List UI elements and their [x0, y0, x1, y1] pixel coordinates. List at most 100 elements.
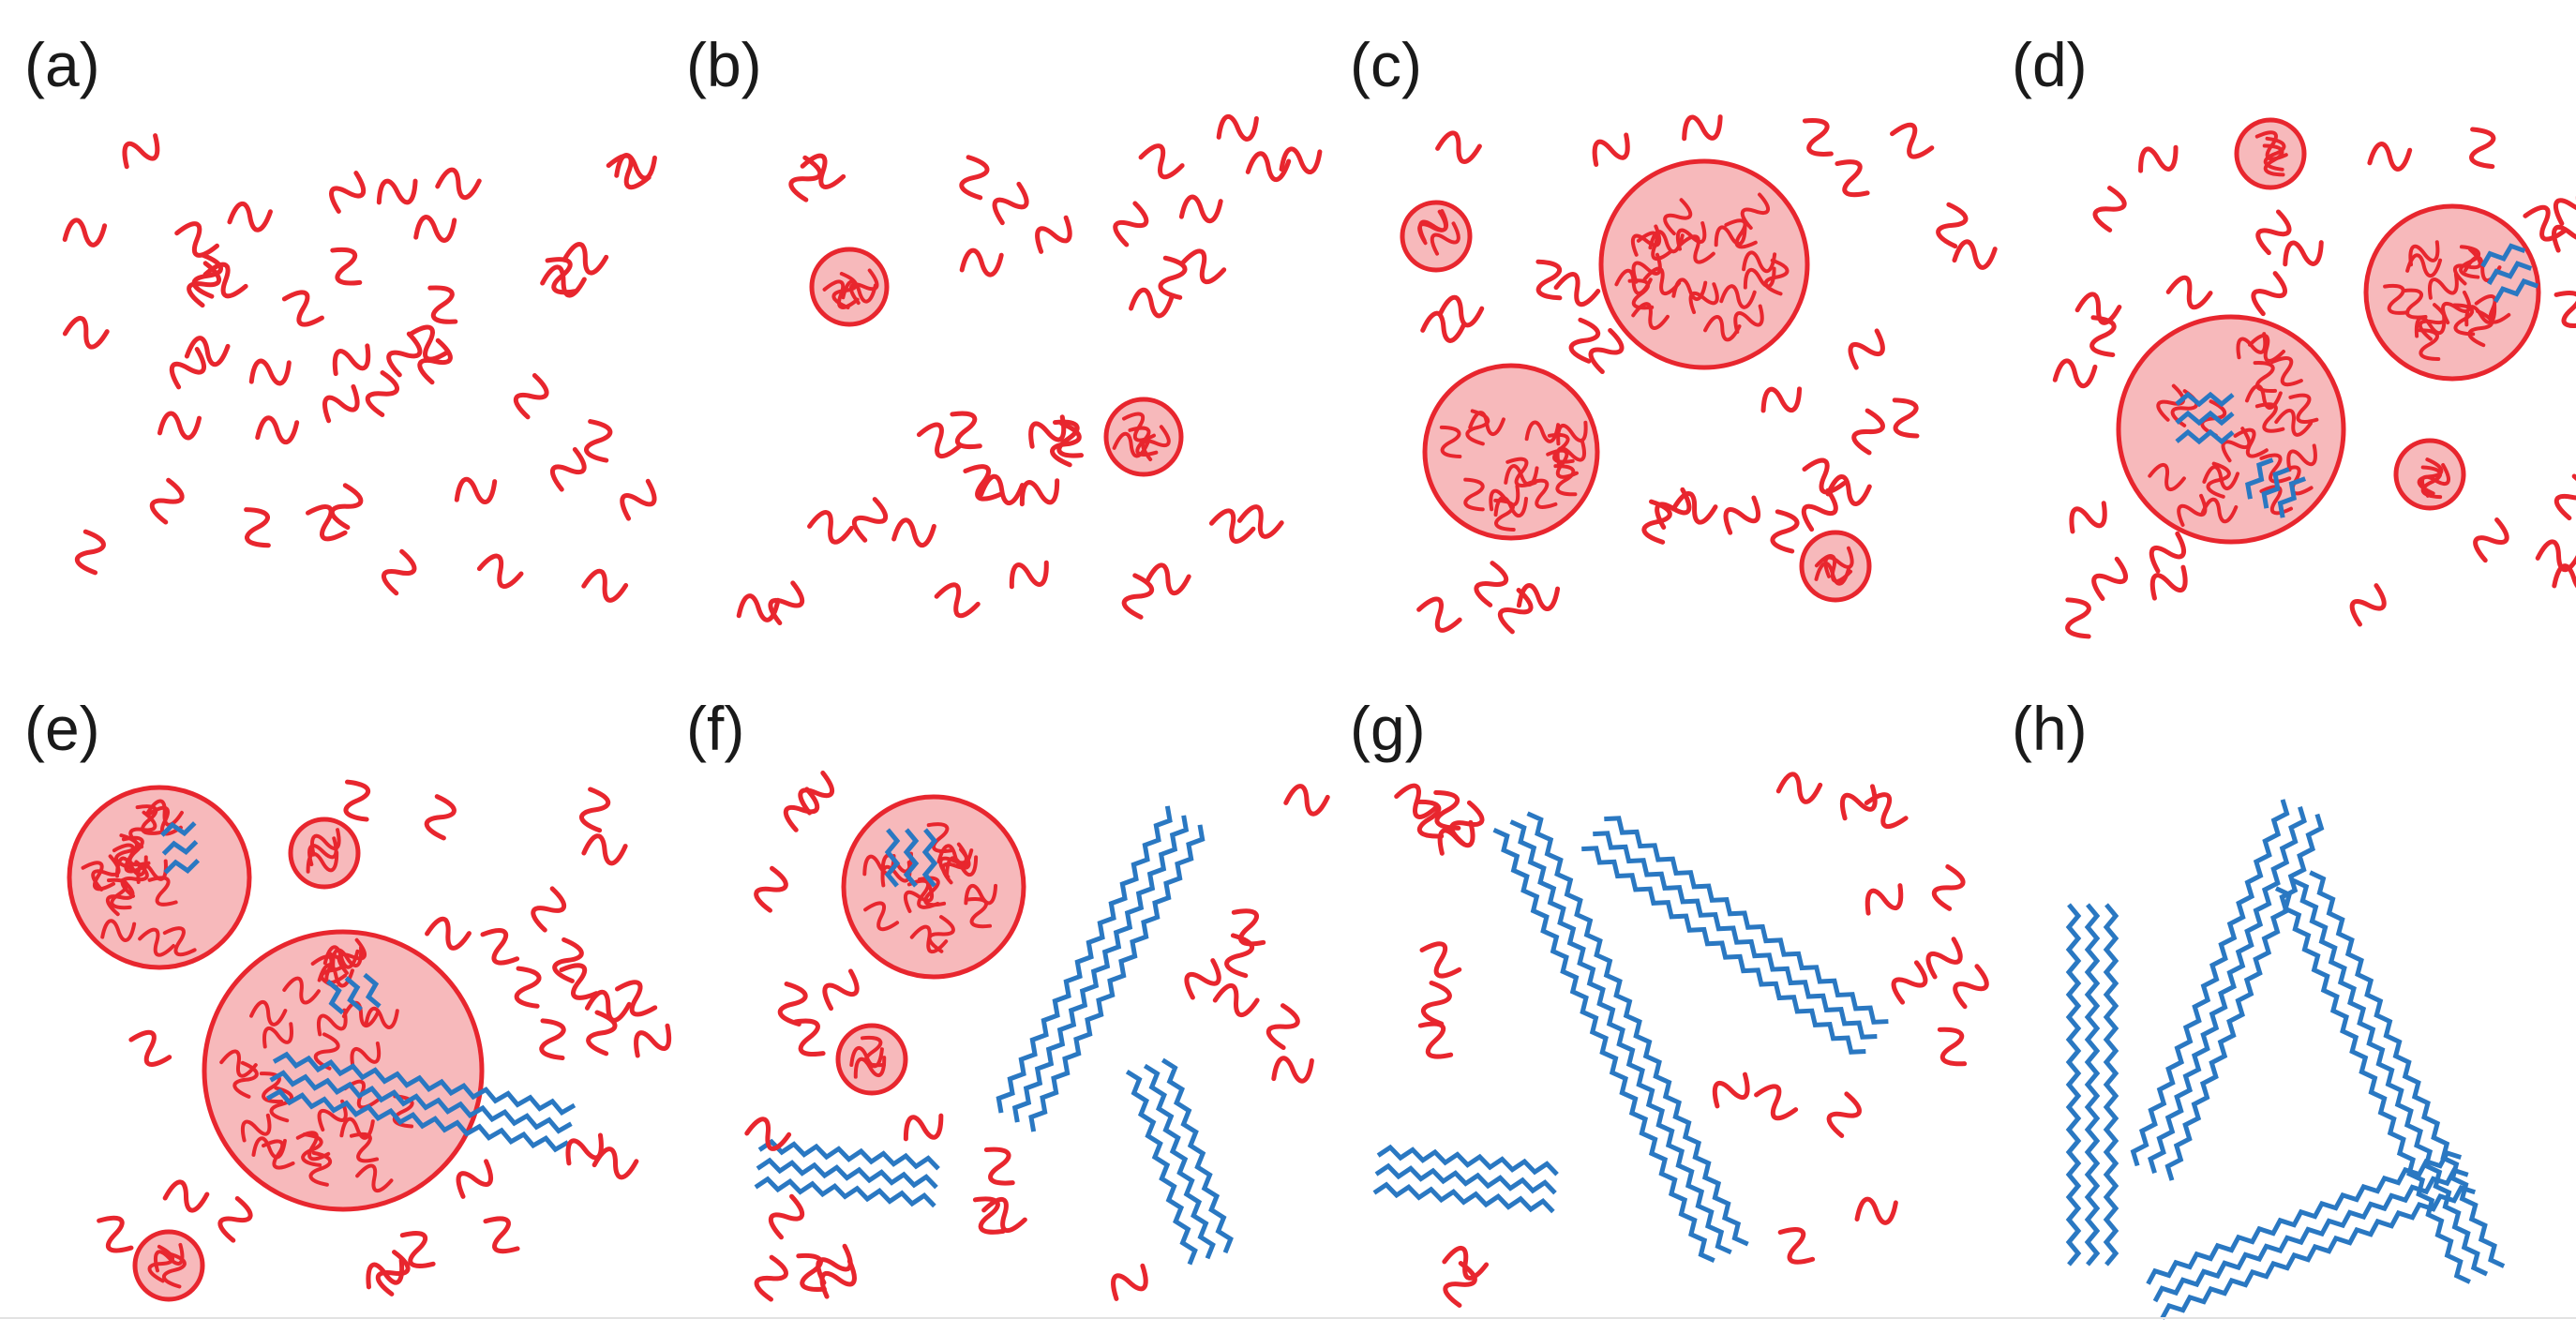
monomer: [310, 828, 341, 857]
monomer: [2288, 393, 2319, 424]
monomer: [162, 1179, 210, 1213]
monomer: [105, 877, 135, 917]
monomer: [1420, 310, 1467, 343]
monomer: [1865, 883, 1904, 916]
monomer: [2575, 176, 2576, 217]
fibril: [2130, 799, 2325, 1181]
monomer: [2473, 517, 2509, 563]
monomer: [634, 1023, 672, 1058]
panel-label-a: (a): [24, 30, 100, 99]
monomer: [1236, 504, 1284, 539]
monomer: [934, 582, 981, 619]
fibril: [1492, 811, 1749, 1263]
monomer: [317, 1099, 348, 1132]
monomer: [255, 415, 300, 444]
monomer: [539, 1018, 566, 1061]
monomer: [959, 247, 1004, 277]
monomer: [1141, 425, 1171, 462]
monomer: [2200, 497, 2239, 524]
monomer: [981, 1197, 1027, 1233]
fibril-strand: [2486, 261, 2533, 286]
monomer: [1631, 224, 1661, 257]
monomer: [191, 252, 223, 299]
monomer: [1179, 248, 1227, 285]
monomer: [145, 799, 184, 827]
fibril-strand: [2245, 457, 2274, 500]
fibril-strand: [2292, 877, 2489, 1277]
fibril-strand: [265, 1087, 570, 1153]
monomer: [249, 999, 288, 1027]
droplet: [1103, 397, 1184, 477]
monomer: [792, 1018, 826, 1057]
monomer: [162, 926, 197, 957]
monomer: [2253, 361, 2278, 393]
monomer: [2349, 583, 2387, 627]
fibril-strand: [921, 828, 938, 888]
monomer: [2254, 402, 2285, 433]
monomer: [281, 290, 324, 327]
monomer: [2552, 563, 2576, 592]
monomer: [1052, 419, 1085, 458]
fibril-strand: [757, 1138, 940, 1171]
monomer: [550, 446, 587, 492]
monomer: [1138, 143, 1185, 180]
monomer: [1733, 304, 1764, 335]
monomer: [1864, 792, 1909, 830]
monomer: [2459, 245, 2481, 279]
monomer: [1848, 328, 1885, 370]
panel-label-c: (c): [1350, 30, 1422, 99]
monomer: [424, 794, 457, 841]
fibril-strand: [996, 805, 1173, 1114]
monomer: [355, 1163, 394, 1193]
monomer: [1463, 477, 1485, 512]
monomer: [322, 383, 360, 424]
monomer: [1801, 487, 1838, 532]
monomer: [114, 833, 139, 871]
monomer: [2074, 292, 2122, 325]
monomer: [329, 483, 364, 531]
monomer: [364, 1007, 399, 1029]
fibril: [2274, 870, 2506, 1284]
monomer: [480, 928, 520, 966]
monomer: [1802, 118, 1834, 157]
monomer: [1279, 146, 1323, 174]
monomer: [1121, 573, 1155, 620]
monomer: [736, 593, 781, 622]
panel-label-f: (f): [686, 694, 744, 763]
monomer: [202, 262, 248, 299]
monomer: [2251, 271, 2287, 317]
monomer: [950, 411, 982, 450]
monomer: [2553, 184, 2576, 226]
monomer: [1835, 159, 1870, 198]
monomer: [2259, 485, 2294, 516]
monomer: [1212, 982, 1260, 1018]
monomer: [2554, 291, 2576, 328]
fibril-strand: [325, 979, 345, 1015]
monomer: [2467, 309, 2494, 348]
monomer: [2138, 144, 2179, 173]
monomer: [565, 1132, 604, 1166]
monomer: [147, 876, 178, 907]
monomer: [1216, 114, 1259, 142]
monomer: [822, 279, 860, 309]
monomer: [614, 153, 657, 181]
monomer: [62, 217, 108, 247]
monomer: [1553, 272, 1601, 307]
monomer: [2420, 465, 2443, 500]
monomer: [1760, 386, 1803, 413]
fibril: [160, 821, 201, 875]
monomer: [350, 1041, 382, 1070]
monomer: [606, 153, 651, 190]
monomer: [1439, 425, 1462, 458]
monomer: [1724, 218, 1758, 249]
monomer: [916, 422, 963, 458]
droplet: [2393, 438, 2466, 511]
monomer: [1009, 560, 1049, 590]
monomer: [926, 822, 954, 853]
monomer: [343, 779, 370, 822]
fibril-strand: [363, 972, 382, 1009]
monomer: [1419, 941, 1462, 979]
monomer: [819, 1258, 857, 1299]
monomer: [1655, 487, 1692, 530]
monomer: [2418, 328, 2441, 361]
